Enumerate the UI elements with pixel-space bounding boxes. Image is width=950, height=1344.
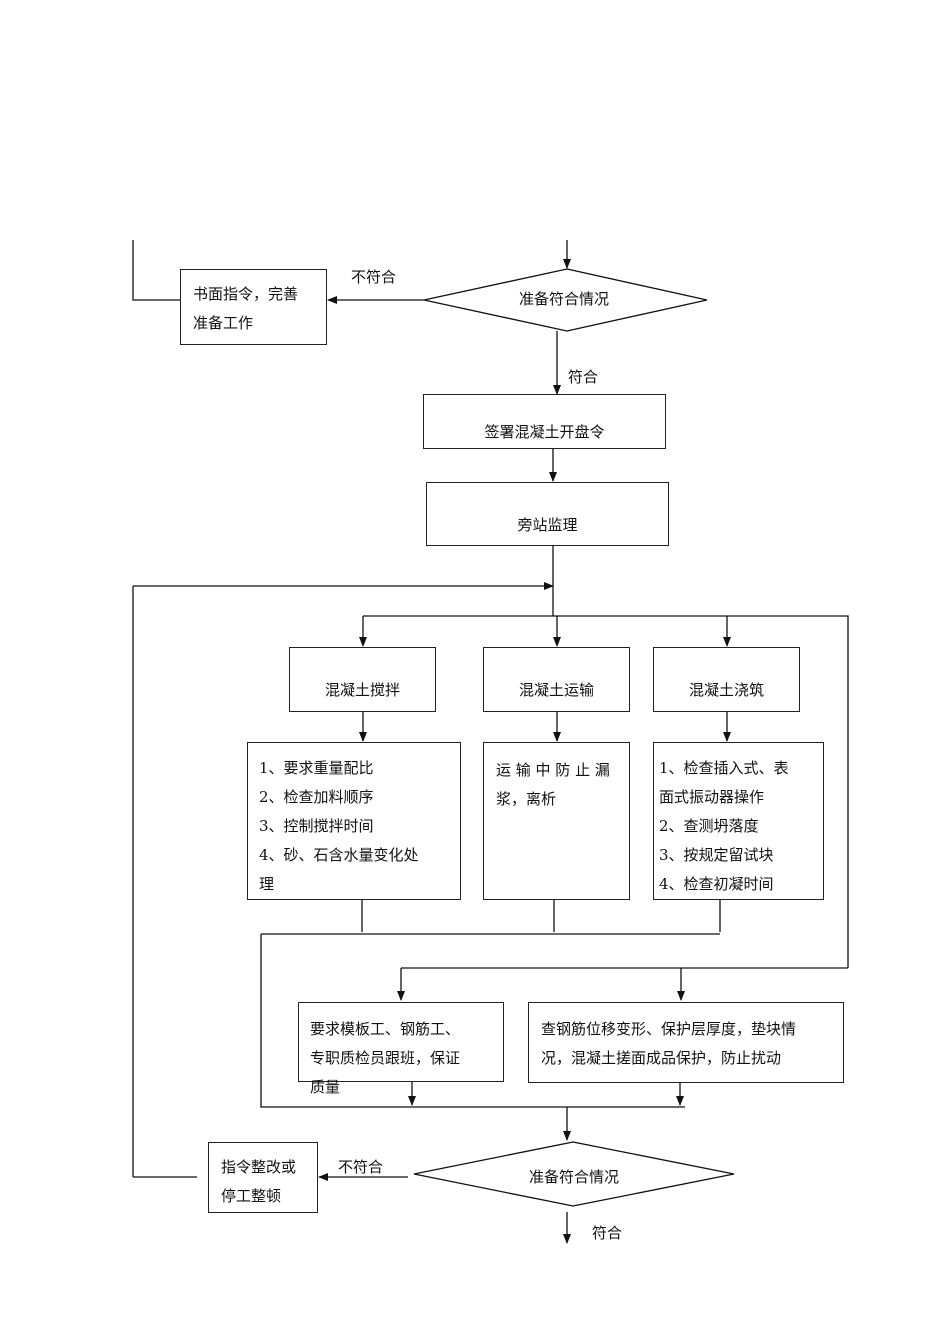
mixing-check-4: 4、砂、石含水量变化处 [259,846,419,864]
staff-box: 要求模板工、钢筋工、 专职质检员跟班，保证 质量 [298,1002,504,1096]
top-loop-back-line [132,240,181,301]
staff-line-2: 专职质检员跟班，保证 [310,1049,461,1067]
bottom-decision-diamond [413,1141,735,1207]
pouring-checks-box: 1、检查插入式、表 面式振动器操作 2、查测坍落度 3、按规定留试块 4、检查初… [653,742,824,900]
mixing-box: 混凝土搅拌 [289,647,436,712]
top-no-label: 不符合 [351,268,397,286]
pouring-check-3: 3、按规定留试块 [659,846,774,864]
pouring-check-2: 2、查测坍落度 [659,817,759,835]
rebar-line-1: 查钢筋位移变形、保护层厚度，垫块情 [541,1020,797,1038]
top-yes-label: 符合 [568,368,599,386]
sign-order-label: 签署混凝土开盘令 [484,423,605,441]
mixing-label: 混凝土搅拌 [324,681,400,699]
bottom-remedy-line-2: 停工整顿 [221,1187,282,1205]
staff-line-1: 要求模板工、钢筋工、 [310,1020,461,1038]
staff-line-3: 质量 [310,1078,341,1096]
mixing-check-1: 1、要求重量配比 [259,759,374,777]
pouring-box: 混凝土浇筑 [653,647,800,712]
rebar-line-2: 况，混凝土搓面成品保护，防止扰动 [541,1049,782,1067]
top-decision-label: 准备符合情况 [518,290,609,308]
mixing-checks-box: 1、要求重量配比 2、检查加料顺序 3、控制搅拌时间 4、砂、石含水量变化处 理 [247,742,461,900]
distribution-bar [363,615,849,968]
bottom-yes-label: 符合 [592,1224,623,1242]
pouring-check-4: 4、检查初凝时间 [659,875,774,893]
top-remedy-line-1: 书面指令，完善 [193,285,299,303]
supervision-label: 旁站监理 [517,516,578,534]
pouring-check-1-cont: 面式振动器操作 [659,788,765,806]
transport-box: 混凝土运输 [483,647,630,712]
mixing-check-4-cont: 理 [259,875,275,893]
transport-label: 混凝土运输 [518,681,594,699]
bottom-remedy-line-1: 指令整改或 [221,1158,297,1176]
pouring-check-1: 1、检查插入式、表 [659,759,789,777]
top-decision-diamond [423,268,708,332]
mixing-check-3: 3、控制搅拌时间 [259,817,374,835]
bottom-no-label: 不符合 [338,1158,384,1176]
mixing-check-2: 2、检查加料顺序 [259,788,374,806]
top-remedy-box: 书面指令，完善 准备工作 [180,269,327,345]
bottom-remedy-box: 指令整改或 停工整顿 [208,1142,318,1213]
top-remedy-line-2: 准备工作 [193,314,254,332]
bottom-decision-label: 准备符合情况 [528,1168,619,1186]
supervision-box: 旁站监理 [426,482,669,546]
sign-order-box: 签署混凝土开盘令 [423,394,666,449]
rebar-box: 查钢筋位移变形、保护层厚度，垫块情 况，混凝土搓面成品保护，防止扰动 [528,1002,844,1083]
pouring-label: 混凝土浇筑 [688,681,764,699]
merge-left-line [260,934,685,1108]
transport-check-1: 运 输 中 防 止 漏 [496,761,610,779]
transport-checks-box: 运 输 中 防 止 漏 浆，离析 [483,742,630,900]
transport-check-2: 浆，离析 [496,790,557,808]
